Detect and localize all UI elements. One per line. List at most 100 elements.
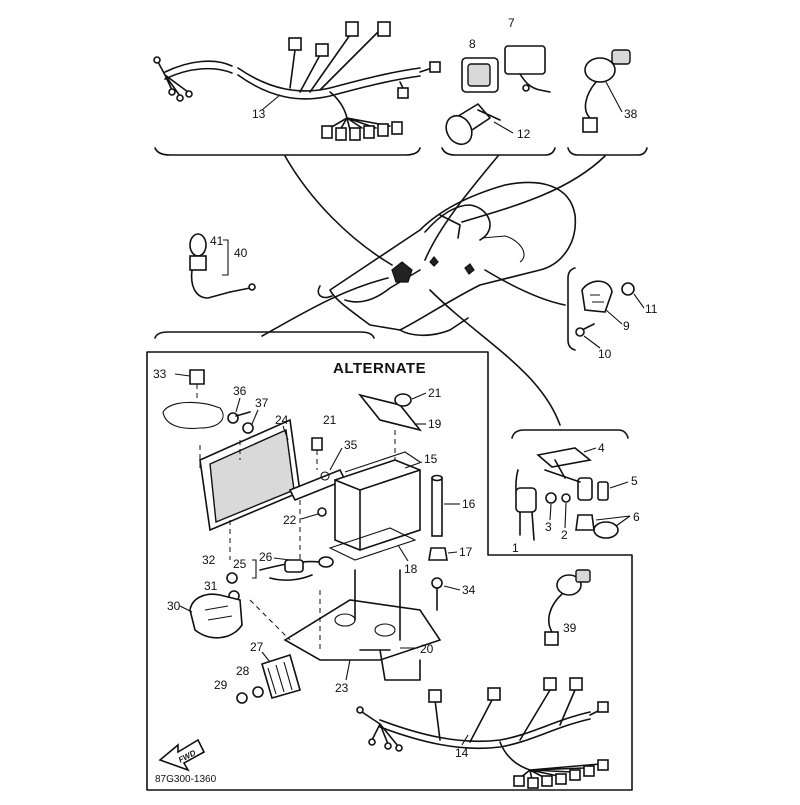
leader-switch bbox=[461, 155, 606, 223]
part-19-strap bbox=[357, 393, 423, 432]
callout-35: 35 bbox=[344, 438, 358, 452]
part-29-nut bbox=[236, 692, 248, 704]
callout-18: 18 bbox=[404, 562, 418, 576]
part-36-bolt bbox=[227, 412, 239, 424]
callout-21a: 21 bbox=[323, 413, 337, 427]
main-switch-38: 38 bbox=[582, 49, 638, 133]
callout-20: 20 bbox=[420, 642, 434, 656]
callout-16: 16 bbox=[462, 497, 476, 511]
callout-28: 28 bbox=[236, 664, 250, 678]
callout-33: 33 bbox=[153, 367, 167, 381]
part-28-washer bbox=[252, 686, 264, 698]
leader-alternate bbox=[261, 277, 389, 337]
callout-13: 13 bbox=[252, 107, 266, 121]
bulb-41 bbox=[189, 233, 207, 257]
callout-27: 27 bbox=[250, 640, 264, 654]
callout-1: 1 bbox=[512, 541, 519, 555]
part-4-cap bbox=[536, 447, 592, 468]
part-30-relay bbox=[189, 593, 243, 639]
regulator-group: 4 5 6 3 2 1 bbox=[512, 441, 640, 555]
leader-tail bbox=[484, 269, 566, 306]
callout-11: 11 bbox=[645, 302, 658, 316]
part-6-cushion-b bbox=[593, 521, 619, 539]
part-3-washer bbox=[545, 492, 557, 504]
part-17-cushion bbox=[428, 547, 448, 561]
callout-37: 37 bbox=[255, 396, 269, 410]
callout-31: 31 bbox=[204, 579, 218, 593]
callout-39: 39 bbox=[563, 621, 577, 635]
section-title: ALTERNATE bbox=[333, 360, 426, 377]
callout-2: 2 bbox=[561, 528, 568, 542]
tail-light-group: 11 9 10 bbox=[567, 267, 658, 361]
part-21-nut-b bbox=[394, 393, 412, 407]
part-10-bolt bbox=[575, 327, 585, 337]
leader-harness bbox=[284, 155, 393, 266]
bracket-regulator bbox=[511, 429, 629, 439]
callout-3: 3 bbox=[545, 520, 552, 534]
leader-cdi bbox=[424, 155, 499, 261]
callout-21b: 21 bbox=[428, 386, 442, 400]
callout-22: 22 bbox=[283, 513, 297, 527]
wire-harness-14: 14 bbox=[356, 677, 609, 789]
callout-8: 8 bbox=[469, 37, 476, 51]
callout-7: 7 bbox=[508, 16, 515, 30]
bracket-harness bbox=[154, 147, 421, 156]
callout-29: 29 bbox=[214, 678, 228, 692]
bracket-alternate bbox=[154, 331, 375, 339]
callout-41: 41 bbox=[210, 234, 224, 248]
cdi-unit-group: 8 7 12 bbox=[445, 16, 551, 146]
callout-15: 15 bbox=[424, 452, 438, 466]
part-1-coil bbox=[515, 487, 537, 513]
part-6-cushion-a bbox=[575, 514, 595, 531]
part-16-rod bbox=[431, 477, 443, 537]
leader-regulator bbox=[429, 289, 561, 426]
callout-23: 23 bbox=[335, 681, 349, 695]
part-code: 87G300-1360 bbox=[155, 774, 217, 785]
callout-30: 30 bbox=[167, 599, 181, 613]
forward-arrow: FWD bbox=[158, 738, 206, 772]
part-21-nut-a bbox=[311, 437, 323, 451]
part-9-housing bbox=[581, 280, 613, 313]
bracket-switch bbox=[567, 147, 648, 156]
part-11-nut bbox=[621, 282, 635, 296]
callout-36: 36 bbox=[233, 384, 247, 398]
part-37-washer bbox=[242, 422, 254, 434]
part-7-unit bbox=[504, 45, 546, 75]
part-23-base bbox=[283, 599, 442, 661]
part-12-cylinder bbox=[445, 114, 473, 146]
wire-harness-13: 13 bbox=[153, 21, 441, 141]
callout-34: 34 bbox=[462, 583, 476, 597]
callout-10: 10 bbox=[598, 347, 612, 361]
callout-38: 38 bbox=[624, 107, 638, 121]
callout-24: 24 bbox=[275, 413, 289, 427]
callout-6: 6 bbox=[633, 510, 640, 524]
callout-9: 9 bbox=[623, 319, 630, 333]
part-33-nut bbox=[189, 369, 205, 385]
callout-12: 12 bbox=[517, 127, 531, 141]
callout-40: 40 bbox=[234, 246, 248, 260]
callout-25: 25 bbox=[233, 557, 247, 571]
part-22-terminal bbox=[317, 507, 327, 517]
part-27-rectifier bbox=[261, 653, 301, 699]
headlight-bulb-40: 41 40 bbox=[189, 233, 256, 299]
mount-point bbox=[391, 261, 413, 283]
callout-14: 14 bbox=[455, 746, 469, 760]
callout-26: 26 bbox=[259, 550, 273, 564]
part-32-nut bbox=[226, 572, 238, 584]
part-34-bolt bbox=[431, 577, 443, 589]
callout-5: 5 bbox=[631, 474, 638, 488]
callout-4: 4 bbox=[598, 441, 605, 455]
part-26-fuse bbox=[284, 559, 304, 573]
main-switch-39: 39 bbox=[544, 569, 591, 646]
callout-32: 32 bbox=[202, 553, 216, 567]
part-18-pad bbox=[328, 527, 417, 561]
alternate-frame bbox=[146, 351, 633, 791]
callout-17: 17 bbox=[459, 545, 473, 559]
part-5-plug bbox=[577, 477, 593, 501]
vehicle-outline bbox=[317, 181, 577, 337]
part-2-nut bbox=[561, 493, 571, 503]
bracket-cdi bbox=[441, 147, 556, 156]
callout-19: 19 bbox=[428, 417, 442, 431]
